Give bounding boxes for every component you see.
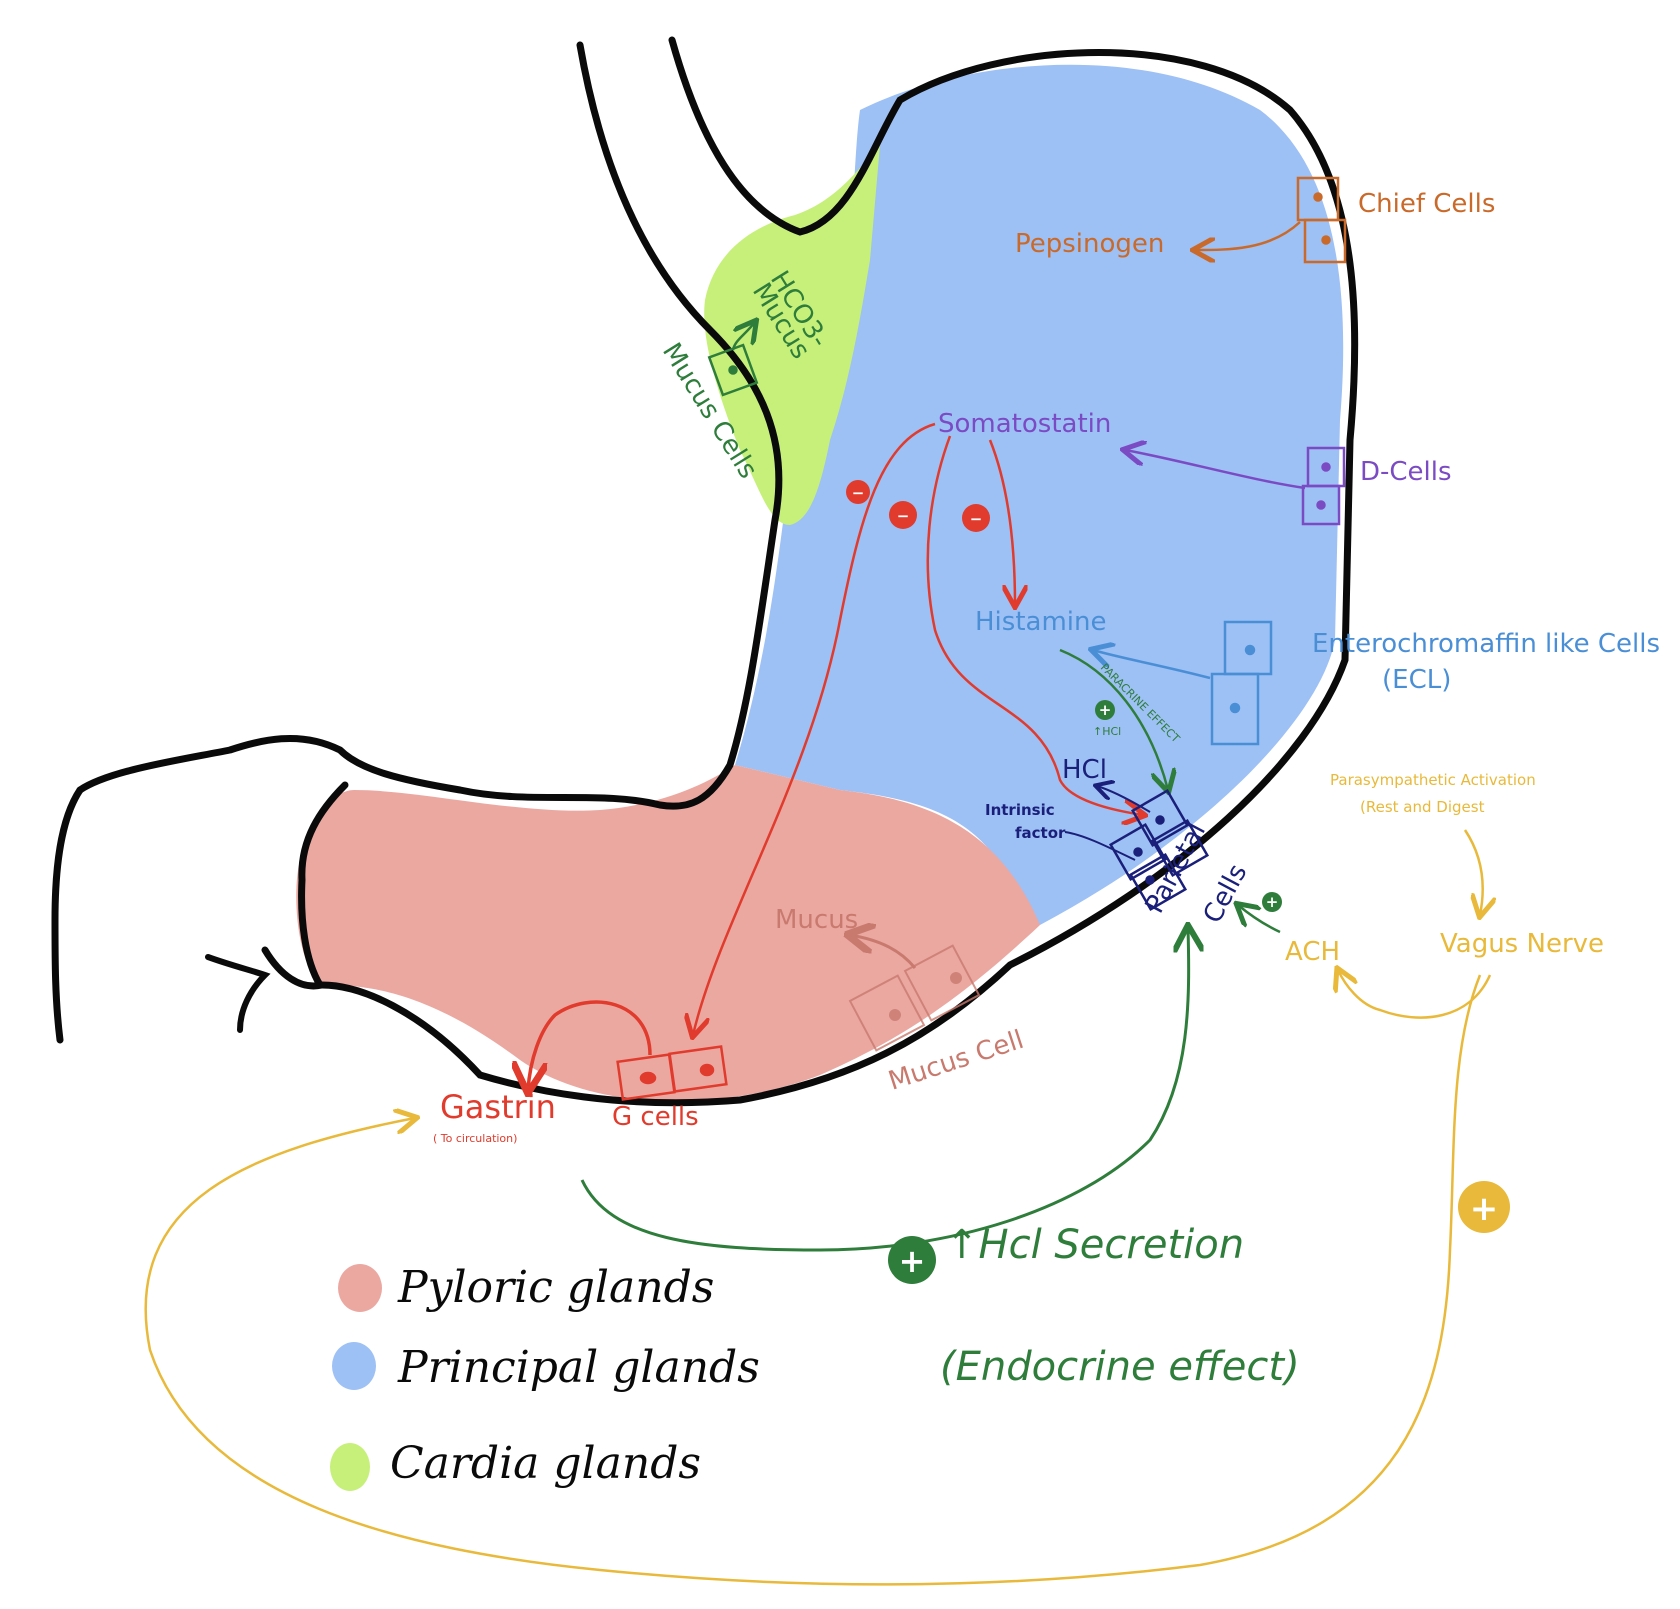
svg-text:−: − (897, 507, 910, 525)
svg-text:−: − (970, 510, 983, 528)
mucus-cell-label: Mucus Cell (885, 1025, 1028, 1097)
ach-label: ACH (1285, 937, 1340, 967)
intrinsic-factor-label-line2: factor (1015, 824, 1066, 842)
chief-to-pepsinogen-arrow (1195, 221, 1301, 250)
d-cells-label: D-Cells (1360, 457, 1452, 487)
gcells-to-gastrin-arrow (528, 1000, 652, 1090)
ecl-label-line2: (ECL) (1382, 665, 1451, 695)
vagus-to-ach-arrow (1338, 970, 1492, 1019)
hcl-label: HCl (1062, 755, 1107, 785)
somatostatin-to-histamine-arrow (988, 439, 1015, 605)
vagus-plus-icon: + (1458, 1181, 1510, 1233)
vagus-to-gastrin-long-arrow (144, 974, 1482, 1586)
gastrin-to-parietal-endocrine-arrow (580, 928, 1189, 1252)
svg-text:+: + (1266, 893, 1279, 911)
svg-text:+: + (899, 1242, 926, 1280)
parietal-to-intrinsic-factor-arrow (1064, 831, 1136, 861)
duodenum-outline (51, 786, 84, 1044)
gastrin-label: Gastrin (440, 1088, 556, 1126)
d-cells-icon (1301, 446, 1346, 526)
g-cells-icon (616, 1045, 728, 1101)
cardia-glands-region (704, 145, 880, 525)
legend: Pyloric glands Principal glands Cardia g… (330, 1262, 760, 1491)
d-cells-to-somatostatin-arrow (1125, 450, 1306, 490)
legend-swatch-cardia (330, 1443, 370, 1491)
mucus-cells-to-hco3-arrow (731, 322, 755, 351)
parietal-cells-icon (1108, 788, 1210, 912)
histamine-label: Histamine (975, 607, 1106, 637)
ecl-cells-icon (1210, 620, 1273, 746)
chief-cells-icon (1296, 176, 1347, 264)
paracrine-plus-icon: + (1095, 700, 1115, 720)
ach-plus-icon: + (1262, 892, 1282, 912)
legend-label-principal: Principal glands (397, 1342, 760, 1393)
stomach-outline-lesser-curvature (76, 41, 783, 810)
vagus-nerve-label: Vagus Nerve (1440, 929, 1604, 959)
g-cells-label: G cells (612, 1102, 699, 1132)
hcl-secretion-label: ↑Hcl Secretion (945, 1222, 1244, 1268)
inhibition-minus-icon-3: − (962, 504, 990, 532)
mucus-cell-to-mucus-arrow (850, 935, 917, 969)
legend-swatch-principal (332, 1342, 376, 1390)
mucus-cells-icon (707, 343, 759, 397)
intrinsic-factor-label-line1: Intrinsic (985, 801, 1055, 819)
histamine-to-parietal-paracrine-arrow (1059, 648, 1168, 790)
legend-label-pyloric: Pyloric glands (397, 1262, 714, 1313)
ecl-to-histamine-arrow (1093, 650, 1211, 680)
svg-text:−: − (852, 484, 865, 502)
inhibition-minus-icon-2: − (889, 501, 917, 529)
ach-to-parietal-arrow (1238, 905, 1281, 934)
hcl-secretion-plus-icon: + (888, 1236, 936, 1284)
somatostatin-label: Somatostatin (938, 409, 1111, 439)
pyloric-mucus-cells-icon (848, 944, 981, 1052)
somatostatin-to-parietal-arrow (926, 435, 1143, 815)
endocrine-effect-label: (Endocrine effect) (940, 1344, 1300, 1390)
mucus-label: Mucus (775, 905, 858, 935)
parasympathetic-to-vagus-arrow (1463, 829, 1483, 915)
inhibition-minus-icon-1: − (846, 480, 870, 504)
parietal-to-hcl-arrow (1097, 786, 1151, 813)
paracrine-hcl-label: ↑HCl (1093, 725, 1121, 738)
legend-swatch-pyloric (338, 1264, 382, 1312)
legend-label-cardia: Cardia glands (390, 1438, 701, 1489)
somatostatin-to-gcells-arrow (693, 422, 936, 1035)
to-circulation-label: ( To circulation) (433, 1132, 517, 1145)
chief-cells-label: Chief Cells (1358, 189, 1495, 219)
parasympathetic-label-line1: Parasympathetic Activation (1330, 771, 1536, 789)
stomach-outline-greater-curvature (261, 36, 1359, 1107)
duodenum-inner-line (205, 954, 271, 1033)
parasympathetic-label-line2: (Rest and Digest (1360, 798, 1485, 816)
svg-text:+: + (1470, 1189, 1499, 1229)
ecl-label-line1: Enterochromaffin like Cells (1312, 629, 1660, 659)
pylorus-outline (298, 781, 349, 989)
pepsinogen-label: Pepsinogen (1015, 229, 1164, 259)
parietal-cells-label-line2: Cells (1198, 859, 1254, 928)
svg-text:+: + (1099, 701, 1112, 719)
principal-glands-region (735, 64, 1344, 925)
pyloric-glands-region (296, 765, 1040, 1102)
